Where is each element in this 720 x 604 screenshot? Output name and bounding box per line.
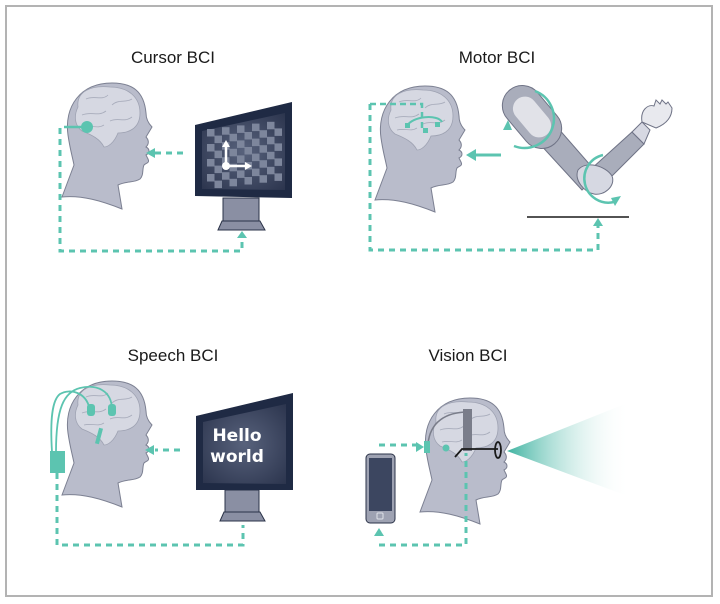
checker-square xyxy=(252,153,260,162)
checker-square xyxy=(207,144,215,152)
checker-square xyxy=(214,165,222,174)
visual-field-cone xyxy=(507,402,630,497)
checker-square xyxy=(244,132,252,140)
arrowhead xyxy=(237,231,247,238)
checker-square xyxy=(237,125,245,133)
checker-square xyxy=(274,158,282,166)
electrode-connector xyxy=(108,404,116,416)
arrowhead xyxy=(222,140,230,147)
arrowhead xyxy=(611,196,621,206)
checker-square xyxy=(222,127,230,135)
checkerboard xyxy=(207,121,282,189)
checker-square xyxy=(274,128,282,136)
checker-square xyxy=(222,172,230,180)
panel-title-motor: Motor BCI xyxy=(458,48,536,67)
checker-square xyxy=(229,163,237,172)
cursor-head xyxy=(61,82,153,210)
checker-square xyxy=(207,159,215,167)
arrowhead xyxy=(245,162,252,170)
checker-square xyxy=(229,148,237,157)
camera-mount xyxy=(463,409,472,451)
checker-square xyxy=(214,135,222,144)
checker-square xyxy=(214,180,222,189)
checker-square xyxy=(252,138,260,147)
panel-title-vision: Vision BCI xyxy=(428,346,508,365)
camera-wire xyxy=(427,411,469,445)
glasses-lens xyxy=(494,441,502,459)
checker-square xyxy=(244,147,252,155)
checker-square xyxy=(237,140,245,148)
checker-square xyxy=(237,170,245,178)
speech-head xyxy=(61,380,153,508)
electrode-dot xyxy=(435,122,440,127)
electrode-dot xyxy=(81,121,93,133)
robotic-arm xyxy=(501,85,673,195)
electrode-dot xyxy=(405,123,410,128)
glasses-frame xyxy=(454,448,498,458)
rotation-arrow-elbow xyxy=(583,153,615,204)
feedback-loop xyxy=(368,104,600,252)
checker-square xyxy=(259,175,267,183)
feedback-loop xyxy=(58,128,244,253)
arrowhead xyxy=(145,445,154,455)
checker-square xyxy=(207,174,215,182)
arrowhead xyxy=(146,148,155,158)
checker-square xyxy=(267,151,275,160)
checker-square xyxy=(259,160,267,168)
cursor-dot xyxy=(222,162,230,170)
signal-receiver xyxy=(424,441,430,453)
checker-square xyxy=(229,178,237,187)
electrode-wires xyxy=(50,386,113,453)
rotation-arrow-shoulder xyxy=(513,89,556,150)
panel-title-speech: Speech BCI xyxy=(127,346,219,365)
checker-square xyxy=(274,173,282,181)
checker-square xyxy=(274,143,282,151)
electrode-connector xyxy=(87,404,95,416)
electrode-lead xyxy=(370,102,424,128)
home-button xyxy=(376,512,384,520)
checker-square xyxy=(244,177,252,185)
signal-processor xyxy=(50,451,65,473)
checker-square xyxy=(252,168,260,177)
feedback-loop xyxy=(55,473,245,547)
arrowhead xyxy=(503,120,512,130)
checker-square xyxy=(267,166,275,175)
screen-text-line-1: Hello xyxy=(212,426,261,446)
implant-dot xyxy=(442,444,450,452)
screen-text-line-2: world xyxy=(210,447,264,467)
checker-square xyxy=(214,150,222,159)
monitor xyxy=(196,393,293,522)
checker-square xyxy=(259,130,267,138)
arrowhead xyxy=(593,218,603,226)
electrode-array xyxy=(94,427,104,445)
checker-square xyxy=(259,145,267,153)
checker-square xyxy=(229,133,237,142)
checker-square xyxy=(267,136,275,145)
checker-square xyxy=(252,123,260,132)
checker-square xyxy=(267,121,275,130)
feedback-loop xyxy=(379,453,468,547)
figure-frame xyxy=(5,5,713,597)
checker-square xyxy=(207,129,215,137)
electrode-dot xyxy=(423,128,428,133)
panel-title-cursor: Cursor BCI xyxy=(130,48,216,67)
arrowhead xyxy=(466,149,476,161)
arrowhead xyxy=(374,528,384,536)
checker-square xyxy=(237,155,245,163)
arrowhead xyxy=(416,442,424,452)
smartphone xyxy=(365,453,396,524)
